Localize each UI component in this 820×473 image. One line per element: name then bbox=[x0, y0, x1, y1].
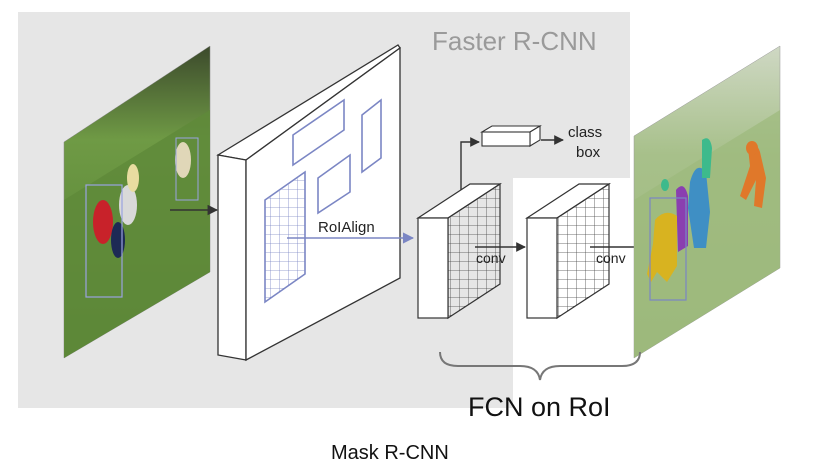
input-image bbox=[63, 45, 211, 359]
mask-feature-block bbox=[524, 182, 612, 320]
roi-feature-block bbox=[415, 182, 503, 320]
box-label: box bbox=[576, 144, 601, 161]
backbone-feature-map bbox=[216, 44, 401, 362]
region-label: Faster R-CNN bbox=[432, 26, 597, 56]
fcn-brace bbox=[439, 351, 641, 381]
conv-label-2: conv bbox=[596, 250, 626, 266]
roialign-label: RoIAlign bbox=[318, 219, 375, 236]
head-branch-arrow bbox=[460, 137, 480, 190]
class-label: class bbox=[568, 124, 602, 141]
fcn-label: FCN on RoI bbox=[468, 392, 611, 422]
conv-label-1: conv bbox=[476, 250, 506, 266]
output-mask-image bbox=[633, 45, 781, 359]
figure-caption: Mask R-CNN bbox=[331, 442, 449, 464]
fc-head-box bbox=[480, 125, 542, 147]
